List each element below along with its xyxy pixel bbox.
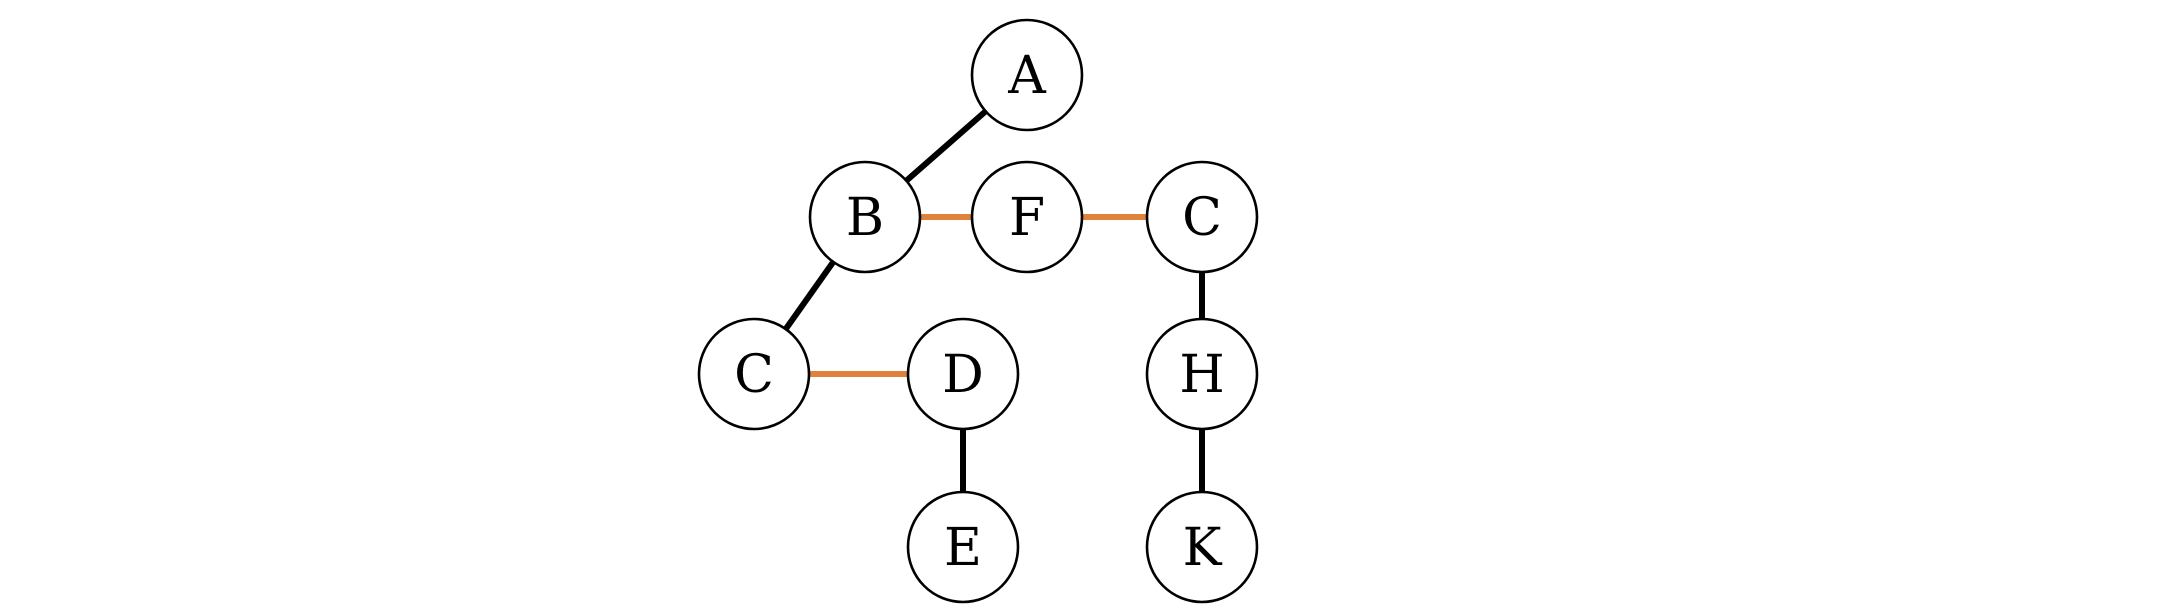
node-label: C xyxy=(734,345,774,405)
graph-node-n3[interactable]: F xyxy=(970,160,1084,274)
graph-edge-b-c xyxy=(782,259,837,332)
node-label: K xyxy=(1183,518,1223,578)
graph-node-n5[interactable]: C xyxy=(697,317,811,431)
node-layer: A B F C C D H E K xyxy=(697,18,1259,604)
node-label: E xyxy=(944,518,982,578)
edge-layer xyxy=(782,108,1205,493)
node-label: A xyxy=(1007,46,1047,106)
graph-node-n9[interactable]: K xyxy=(1145,490,1259,604)
graph-node-n6[interactable]: D xyxy=(906,317,1020,431)
node-circle xyxy=(906,317,1020,431)
node-circle xyxy=(1145,160,1259,274)
graph-edge-b-a xyxy=(903,108,989,184)
node-label: C xyxy=(1182,188,1222,248)
node-circle xyxy=(808,160,922,274)
node-label: D xyxy=(942,345,984,405)
node-circle xyxy=(970,18,1084,132)
graph-node-n2[interactable]: B xyxy=(808,160,922,274)
node-circle xyxy=(906,490,1020,604)
node-circle xyxy=(970,160,1084,274)
node-circle xyxy=(1145,490,1259,604)
node-label: B xyxy=(846,188,884,248)
graph-node-n1[interactable]: A xyxy=(970,18,1084,132)
node-circle xyxy=(697,317,811,431)
graph-node-n4[interactable]: C xyxy=(1145,160,1259,274)
node-label: H xyxy=(1179,345,1224,405)
node-circle xyxy=(1145,317,1259,431)
node-label: F xyxy=(1009,188,1045,248)
graph-node-n8[interactable]: E xyxy=(906,490,1020,604)
graph-node-n7[interactable]: H xyxy=(1145,317,1259,431)
